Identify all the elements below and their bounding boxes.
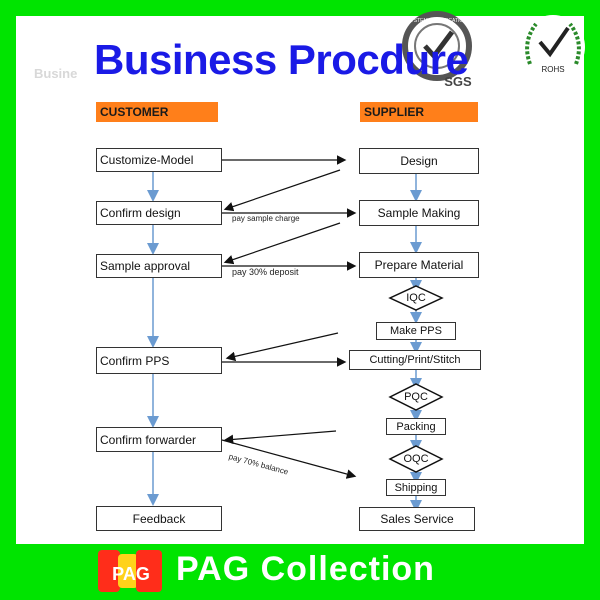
system-cert-text: SYSTEM CERTIFICATION — [407, 18, 467, 24]
sgs-text: SGS — [444, 74, 472, 89]
iqc-label: IQC — [406, 292, 426, 304]
step-shipping: Shipping — [386, 479, 446, 496]
step-feedback: Feedback — [96, 506, 222, 531]
note-pay-deposit: pay 30% deposit — [232, 267, 299, 277]
customer-header: CUSTOMER — [96, 102, 218, 122]
ghost-heading: Busine — [34, 66, 78, 81]
logo-text: PAG — [112, 564, 150, 584]
step-customize-model: Customize-Model — [96, 148, 222, 172]
step-make-pps: Make PPS — [376, 322, 456, 340]
note-pay-sample: pay sample charge — [232, 214, 300, 223]
page-title: Business Procdure — [94, 36, 469, 83]
step-cutting-print-stitch: Cutting/Print/Stitch — [349, 350, 481, 370]
step-confirm-pps: Confirm PPS — [96, 347, 222, 374]
step-design: Design — [359, 148, 479, 174]
step-sample-approval: Sample approval — [96, 254, 222, 278]
rohs-badge: ROHS — [521, 15, 585, 79]
step-sample-making: Sample Making — [359, 200, 479, 226]
sgs-badge: SYSTEM CERTIFICATION SGS — [402, 11, 472, 89]
supplier-header: SUPPLIER — [360, 102, 478, 122]
pqc-label: PQC — [404, 391, 428, 403]
step-prepare-material: Prepare Material — [359, 252, 479, 278]
pag-logo: PAG — [98, 550, 162, 592]
step-confirm-forwarder: Confirm forwarder — [96, 427, 222, 452]
rohs-text: ROHS — [541, 65, 564, 74]
step-confirm-design: Confirm design — [96, 201, 222, 225]
brand-name: PAG Collection — [176, 550, 435, 588]
step-packing: Packing — [386, 418, 446, 435]
iqc-diamond — [388, 285, 444, 311]
oqc-diamond — [388, 445, 444, 473]
step-sales-service: Sales Service — [359, 507, 475, 531]
pqc-diamond — [388, 383, 444, 411]
oqc-label: OQC — [403, 453, 429, 465]
